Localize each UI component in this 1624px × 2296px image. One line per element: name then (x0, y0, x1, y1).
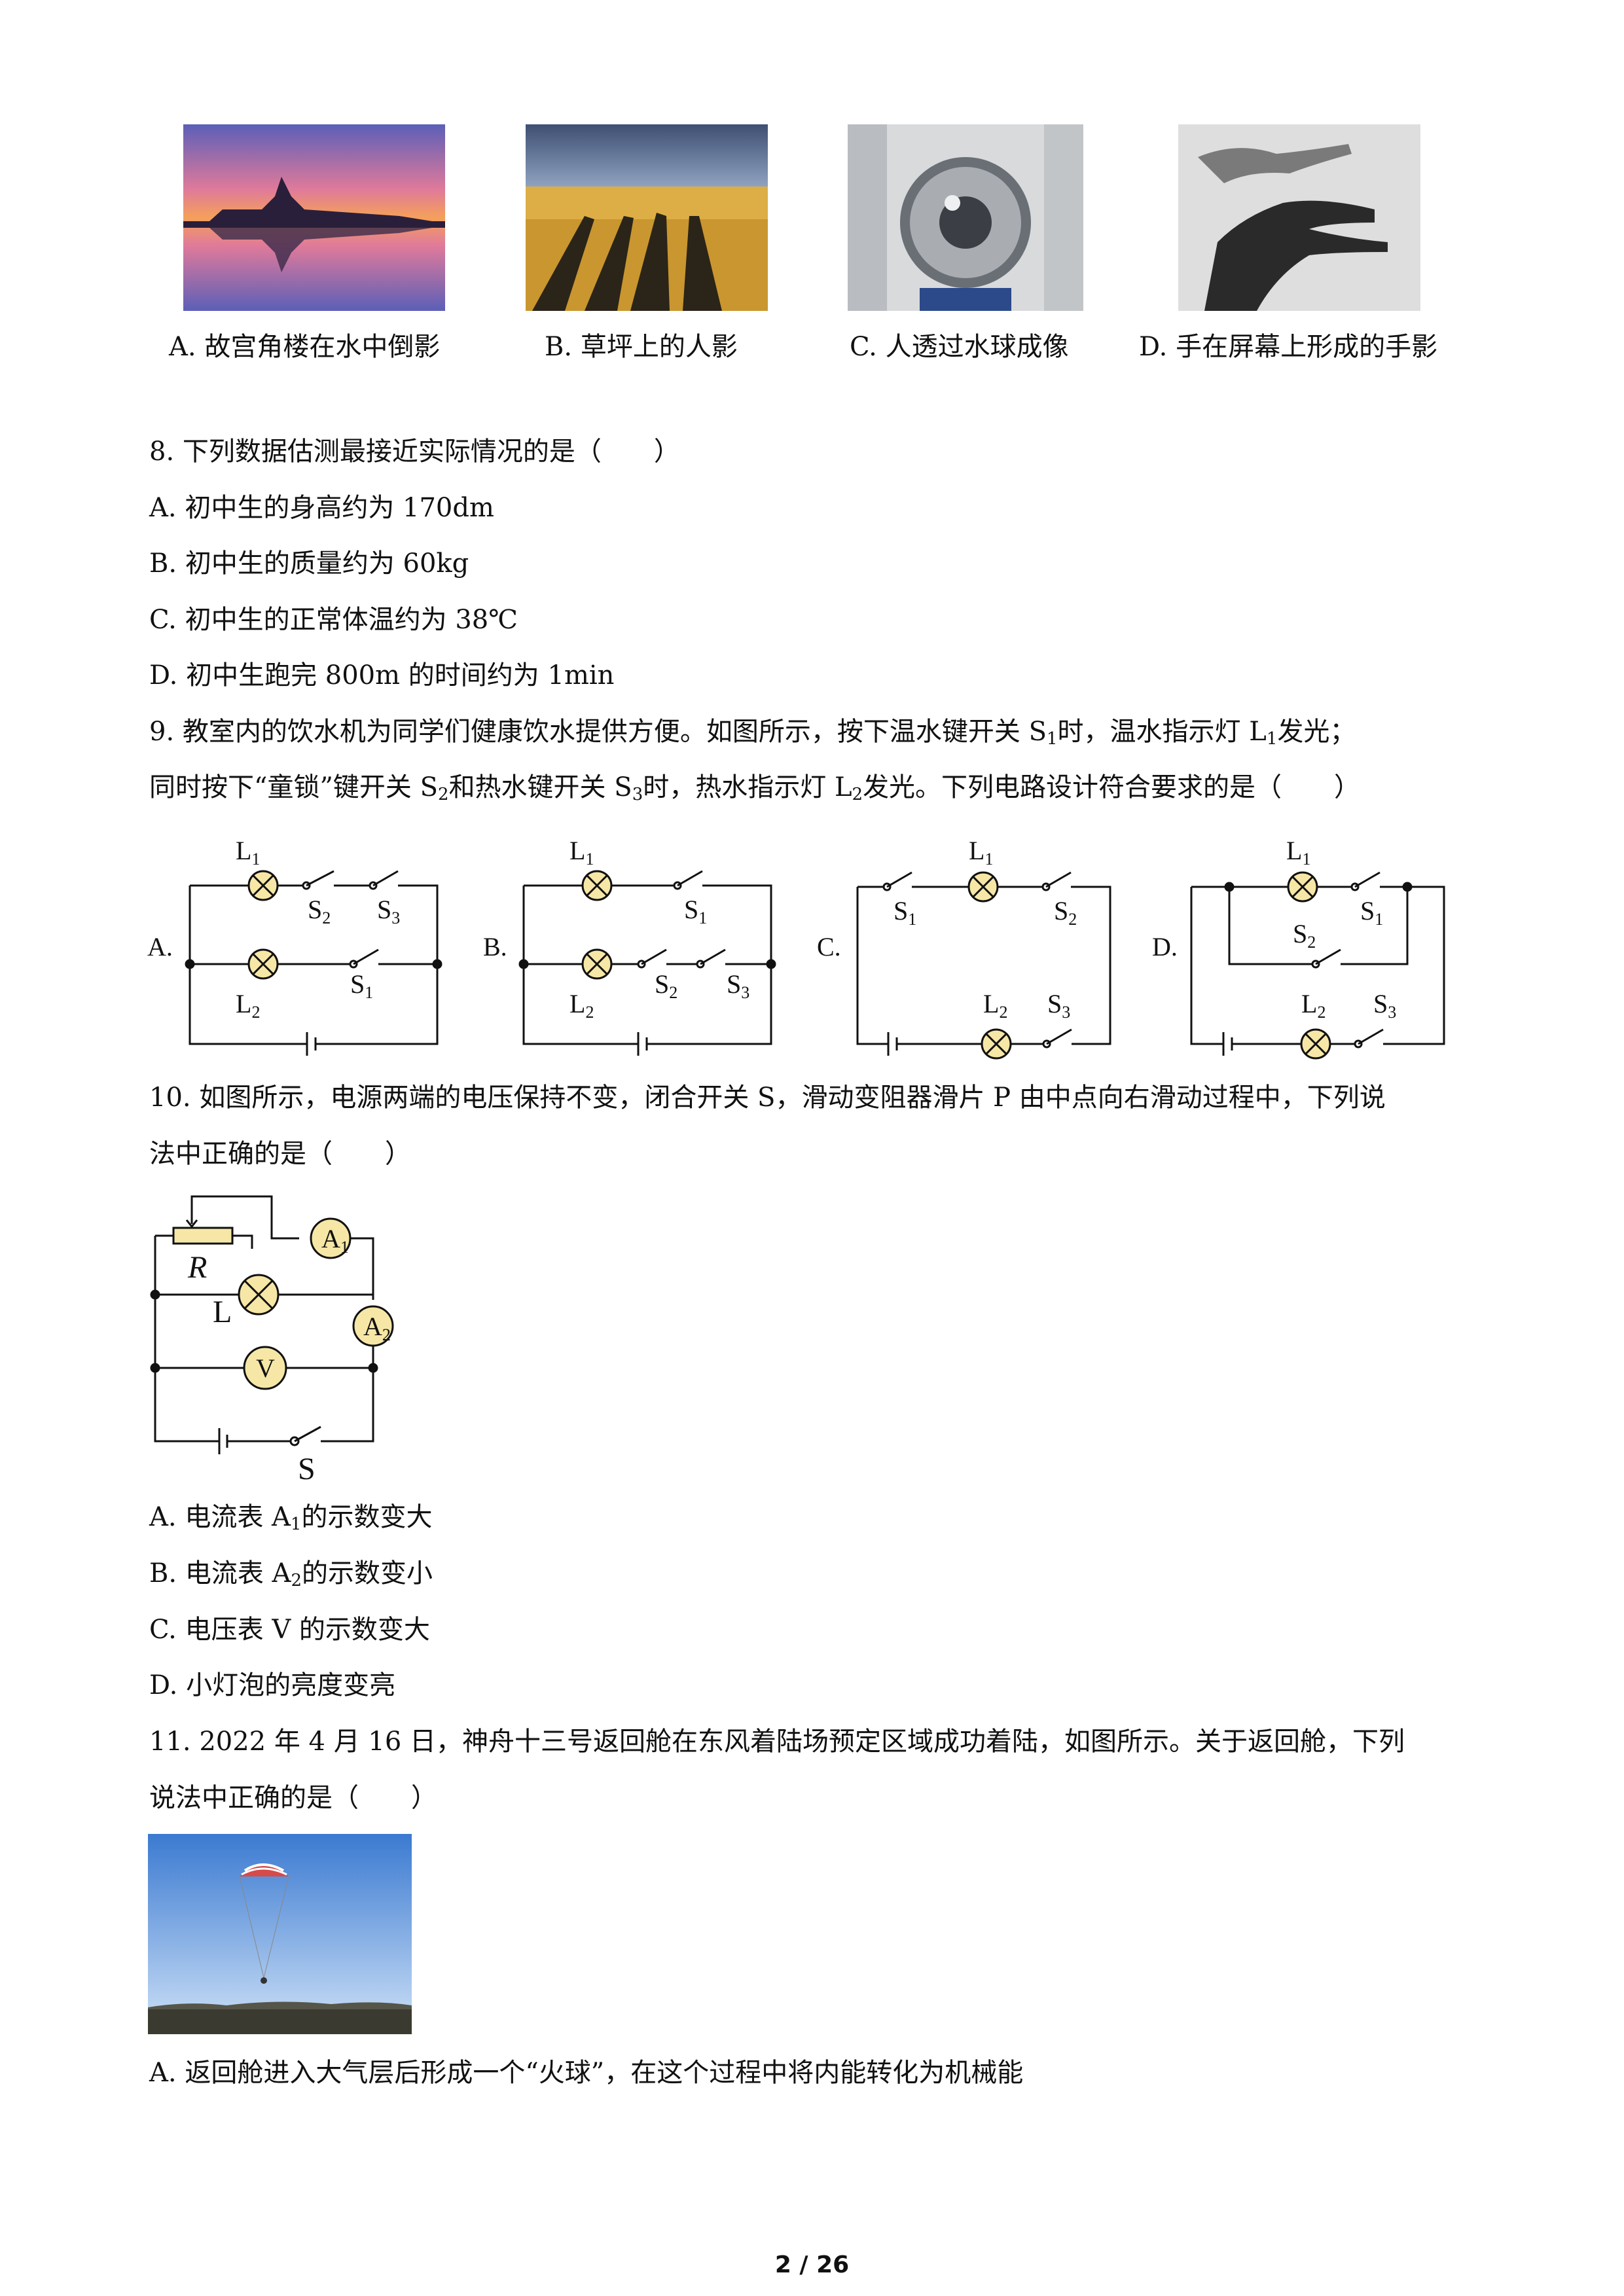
photo-water-ball (848, 124, 1083, 311)
photo-hand-shadow (1178, 124, 1420, 311)
photo-palace-reflection (183, 124, 445, 311)
svg-text:D.: D. (1152, 932, 1178, 961)
svg-text:A.: A. (147, 932, 173, 961)
svg-text:S3: S3 (1047, 989, 1070, 1022)
svg-text:L2: L2 (983, 989, 1007, 1022)
q10-stem-line2: 法中正确的是（ ） (149, 1139, 411, 1169)
q9-circuit-b: B. L1 S1 S2 S3 L2 (483, 836, 776, 1056)
svg-text:V: V (256, 1354, 275, 1383)
page-number: 2 / 26 (774, 2251, 850, 2278)
q9-circuit-diagrams: A. L1 S2 S3 S1 L2 B. L1 S1 S2 S3 L2 C. (147, 836, 1445, 1060)
q11-stem-line1: 11. 2022 年 4 月 16 日，神舟十三号返回舱在东风着陆场预定区域成功… (149, 1727, 1405, 1757)
svg-text:A1: A1 (321, 1224, 349, 1257)
q8-option-d: D. 初中生跑完 800m 的时间约为 1min (149, 660, 615, 691)
q7-option-d: D. 手在屏幕上形成的手影 (1139, 332, 1438, 362)
photo-lawn-shadows (526, 124, 768, 311)
q10-option-b: B. 电流表 A2的示数变小 (149, 1558, 433, 1590)
svg-text:S1: S1 (1360, 896, 1383, 929)
svg-text:S2: S2 (1293, 919, 1316, 952)
q9-stem-line1: 9. 教室内的饮水机为同学们健康饮水提供方便。如图所示，按下温水键开关 S1时，… (149, 717, 1356, 749)
q10-option-a: A. 电流表 A1的示数变大 (149, 1502, 433, 1534)
svg-text:L2: L2 (236, 989, 260, 1022)
svg-text:S1: S1 (684, 895, 707, 927)
q11-option-a: A. 返回舱进入大气层后形成一个“火球”，在这个过程中将内能转化为机械能 (149, 2058, 1024, 2088)
svg-text:S2: S2 (1054, 896, 1077, 929)
svg-text:S1: S1 (350, 969, 373, 1002)
svg-text:L2: L2 (569, 989, 594, 1022)
q7-option-c: C. 人透过水球成像 (850, 332, 1069, 362)
svg-text:S: S (298, 1452, 316, 1486)
svg-text:L1: L1 (969, 836, 993, 869)
q10-circuit-diagram: A1 A2 V R L S (150, 1195, 394, 1486)
q7-option-b: B. 草坪上的人影 (545, 332, 738, 362)
svg-text:S3: S3 (377, 895, 400, 927)
q9-circuit-d: D. L1 S1 S2 L2 S3 (1152, 836, 1445, 1060)
q8-option-c: C. 初中生的正常体温约为 38℃ (149, 605, 518, 635)
svg-text:A2: A2 (363, 1312, 391, 1344)
q8-stem: 8. 下列数据估测最接近实际情况的是（ ） (149, 437, 680, 467)
svg-text:S2: S2 (308, 895, 331, 927)
svg-text:S3: S3 (1373, 989, 1396, 1022)
svg-text:L: L (213, 1295, 232, 1329)
q10-option-c: C. 电压表 V 的示数变大 (149, 1615, 430, 1645)
svg-text:C.: C. (817, 932, 841, 961)
q9-circuit-c: C. L1 S1 S2 L2 S3 (817, 836, 1111, 1060)
q9-stem-line2: 同时按下“童锁”键开关 S2和热水键开关 S3时，热水指示灯 L2发光。下列电路… (149, 772, 1361, 804)
svg-text:B.: B. (483, 932, 507, 961)
q9-circuit-a: A. L1 S2 S3 S1 L2 (147, 836, 442, 1056)
svg-text:L1: L1 (569, 836, 594, 869)
q10-stem-line1: 10. 如图所示，电源两端的电压保持不变，闭合开关 S，滑动变阻器滑片 P 由中… (149, 1083, 1386, 1113)
svg-text:S1: S1 (893, 896, 916, 929)
svg-text:L1: L1 (1286, 836, 1310, 869)
svg-text:S3: S3 (727, 969, 749, 1002)
photo-capsule-landing (148, 1834, 412, 2034)
q8-option-b: B. 初中生的质量约为 60kg (149, 548, 469, 579)
q8-option-a: A. 初中生的身高约为 170dm (149, 493, 494, 523)
svg-text:S2: S2 (655, 969, 677, 1002)
q7-option-a: A. 故宫角楼在水中倒影 (169, 332, 441, 362)
svg-text:L1: L1 (236, 836, 260, 869)
q11-stem-line2: 说法中正确的是（ ） (149, 1783, 437, 1813)
svg-text:R: R (187, 1250, 207, 1285)
svg-text:L2: L2 (1301, 989, 1326, 1022)
q10-option-d: D. 小灯泡的亮度变亮 (149, 1670, 396, 1700)
